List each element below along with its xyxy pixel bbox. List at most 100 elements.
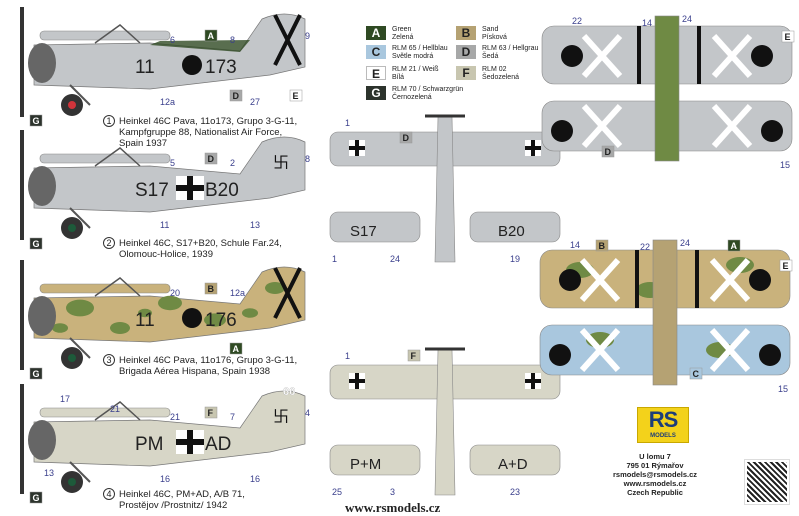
legend-line2: Šedá: [482, 53, 499, 60]
callout-number: 15: [780, 160, 790, 170]
white-x-cross: [579, 257, 621, 303]
white-x-cross: [581, 103, 623, 149]
tail-x-cross: [273, 267, 302, 319]
wing-cross: [349, 146, 365, 150]
legend-line2: Světle modrá: [392, 53, 434, 60]
email-link[interactable]: rsmodels@rsmodels.cz: [612, 470, 697, 479]
color-swatch: F: [456, 66, 476, 80]
callout-number: 22: [640, 242, 650, 252]
color-tag: [204, 282, 218, 295]
color-swatch: E: [366, 66, 386, 81]
color-tag: [781, 30, 795, 43]
caption-line: Prostějov /Prostnitz/ 1942: [103, 500, 245, 511]
color-tag: [601, 145, 615, 158]
camo-blotch: [204, 313, 226, 327]
roundel-insignia: [551, 120, 573, 142]
white-x-cross: [581, 33, 623, 79]
color-tag-letter: D: [403, 133, 410, 143]
fuselage-plan: [434, 116, 456, 263]
wing-code-right: B20: [498, 223, 525, 240]
address-line: 795 01 Rýmařov: [626, 461, 684, 470]
color-tag: [204, 29, 218, 42]
color-swatch: C: [366, 45, 386, 59]
white-x-cross: [579, 327, 621, 373]
wing-code-left: P+M: [350, 456, 381, 473]
color-tag-letter: G: [33, 493, 40, 503]
lower-wing-right: [469, 444, 561, 476]
fuselage-code-right: 176: [205, 310, 237, 331]
rs-models-logo: RS MODELS: [637, 407, 689, 443]
color-tag-letter: B: [599, 241, 606, 251]
legend-line1: RLM 21 / Weiß: [392, 66, 439, 73]
landing-gear: [69, 84, 91, 106]
callout-number: 1: [345, 118, 350, 128]
callout-number: 8: [230, 35, 235, 45]
wing-cross: [525, 146, 541, 150]
tail-code: 66: [283, 386, 295, 398]
callout-number: 21: [170, 412, 180, 422]
engine-cowling: [28, 166, 56, 206]
callout-number: 13: [250, 220, 260, 230]
color-tag: [689, 367, 703, 380]
camo-blotch: [138, 308, 152, 318]
callout-number: 14: [642, 18, 652, 28]
fuselage: [33, 136, 306, 213]
color-tag-letter: G: [33, 239, 40, 249]
white-x-cross: [709, 327, 751, 373]
camo-blotch: [66, 299, 94, 317]
website-link[interactable]: www.rsmodels.cz: [623, 479, 687, 488]
roundel-insignia: [761, 120, 783, 142]
callout-number: 13: [44, 468, 54, 478]
color-tag-letter: G: [33, 116, 40, 126]
callout-number: 22: [572, 16, 582, 26]
color-tag-letter: D: [233, 91, 240, 101]
color-tag-letter: D: [208, 154, 215, 164]
wheel-hub: [68, 354, 76, 362]
fuselage-plan: [434, 349, 456, 496]
black-stripe: [695, 250, 699, 308]
callout-number: 20: [170, 288, 180, 298]
black-stripe: [697, 26, 701, 84]
fuselage: [33, 390, 306, 467]
footer-url[interactable]: www.rsmodels.cz: [345, 500, 441, 515]
color-tag-letter: A: [731, 241, 738, 251]
color-tag-letter: E: [785, 32, 791, 42]
color-tag-letter: D: [605, 147, 612, 157]
cabane-struts: [94, 147, 141, 167]
caption-text: Heinkel 46C, S17+B20, Schule Far.24,: [119, 238, 282, 249]
caption-line: Spain 1937: [103, 138, 297, 149]
callout-number: 6: [170, 35, 175, 45]
color-swatch: D: [456, 45, 476, 59]
color-tag: [29, 114, 43, 127]
profile-number: 4: [103, 488, 115, 500]
color-tag-letter: G: [33, 369, 40, 379]
legend-line2: Písková: [482, 34, 507, 41]
callout-number: 1: [332, 254, 337, 264]
color-tag: [779, 259, 793, 272]
lower-wing-left: [329, 211, 421, 243]
callout-number: 5: [170, 158, 175, 168]
callout-number: 12a: [160, 97, 175, 107]
fuselage-top: [654, 15, 680, 162]
callout-number: 21: [110, 404, 120, 414]
color-swatch: A: [366, 26, 386, 40]
roundel-insignia: [749, 269, 771, 291]
color-tag-letter: C: [693, 369, 700, 379]
legend-line1: RLM 63 / Hellgrau: [482, 45, 539, 52]
legend-line2: Bílá: [392, 74, 405, 81]
fuselage-code-left: PM: [135, 434, 164, 455]
qr-code[interactable]: [744, 459, 790, 505]
caption-text: Kampfgruppe 88, Nationalist Air Force,: [119, 127, 283, 138]
black-stripe: [637, 26, 641, 84]
